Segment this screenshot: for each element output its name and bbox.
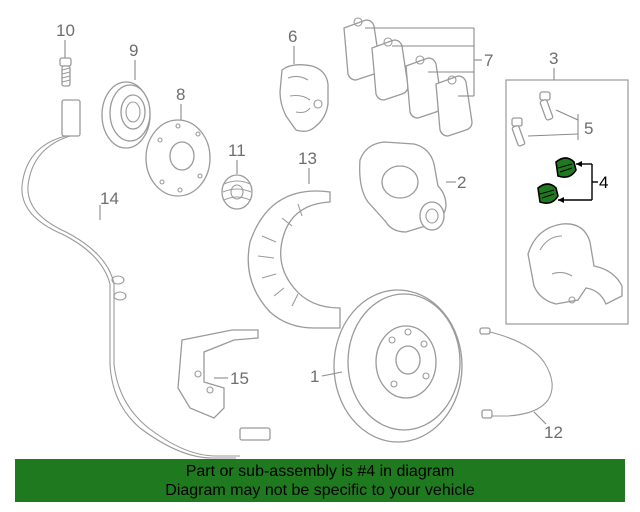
part-4-bushing-caps-highlighted[interactable]	[537, 157, 598, 204]
part-14-sensor-harness[interactable]	[21, 99, 271, 459]
part-6-caliper-housing[interactable]	[279, 46, 329, 132]
caliper-carrier[interactable]	[527, 223, 623, 305]
part-10-bolt[interactable]	[59, 40, 72, 87]
part-12-wear-sensor[interactable]	[479, 327, 553, 425]
label-2: 2	[457, 173, 466, 192]
part-11-boot[interactable]	[221, 160, 253, 210]
label-13: 13	[298, 149, 317, 168]
part-15-bracket[interactable]	[177, 329, 259, 419]
label-7: 7	[484, 51, 493, 70]
part-7-brake-pads[interactable]	[343, 17, 482, 137]
banner-line-2: Diagram may not be specific to your vehi…	[165, 482, 475, 499]
info-banner: Part or sub-assembly is #4 in diagram Di…	[15, 459, 625, 502]
label-14: 14	[100, 189, 119, 208]
label-9: 9	[129, 41, 138, 60]
part-5-guide-bolts[interactable]	[511, 91, 579, 147]
label-5: 5	[584, 119, 593, 138]
part-9-wheel-bearing[interactable]	[101, 60, 151, 149]
banner-line-1: Part or sub-assembly is #4 in diagram	[185, 463, 455, 480]
label-4: 4	[599, 173, 608, 192]
label-8: 8	[176, 85, 185, 104]
label-12: 12	[544, 423, 563, 442]
label-6: 6	[288, 27, 297, 46]
label-1: 1	[310, 367, 319, 386]
label-10: 10	[56, 21, 75, 40]
part-2-knuckle[interactable]	[359, 141, 456, 233]
part-13-splash-shield[interactable]	[247, 168, 341, 329]
part-1-rotor[interactable]	[321, 289, 463, 443]
label-11: 11	[228, 141, 246, 160]
part-8-hub[interactable]	[145, 104, 211, 197]
label-15: 15	[230, 369, 249, 388]
label-3: 3	[549, 49, 558, 68]
